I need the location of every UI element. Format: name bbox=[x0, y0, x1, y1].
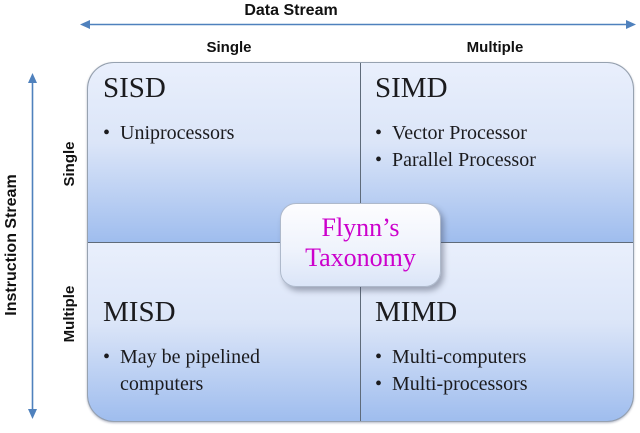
bullet-text: Uniprocessors bbox=[120, 122, 235, 144]
list-item: • Multi-processors bbox=[375, 371, 528, 398]
quadrant-bullets-mimd: • Multi-computers • Multi-processors bbox=[375, 344, 528, 398]
list-item: • May be pipelined computers bbox=[103, 344, 298, 398]
bullet-icon: • bbox=[375, 122, 383, 144]
quadrant-bullets-misd: • May be pipelined computers bbox=[103, 344, 298, 398]
list-item: • Vector Processor bbox=[375, 120, 536, 147]
quadrant-mimd: MIMD • Multi-computers • Multi-processor… bbox=[375, 296, 528, 398]
instruction-stream-arrow-icon bbox=[28, 73, 37, 419]
quadrant-title-misd: MISD bbox=[103, 296, 176, 328]
list-item: • Multi-computers bbox=[375, 344, 528, 371]
bullet-icon: • bbox=[375, 346, 383, 368]
quadrant-title-simd: SIMD bbox=[375, 72, 448, 104]
bullet-text: Multi-computers bbox=[392, 346, 527, 368]
bullet-text: Parallel Processor bbox=[392, 149, 536, 171]
bullet-icon: • bbox=[375, 373, 383, 395]
data-stream-axis-title: Data Stream bbox=[244, 2, 338, 19]
quadrant-title-sisd: SISD bbox=[103, 72, 166, 104]
bullet-icon: • bbox=[103, 122, 111, 144]
center-callout-line1: Flynn’s bbox=[321, 213, 400, 242]
data-stream-arrow-icon bbox=[80, 20, 636, 29]
quadrant-title-mimd: MIMD bbox=[375, 296, 458, 328]
bullet-text: Vector Processor bbox=[392, 122, 527, 144]
bullet-text: May be pipelined computers bbox=[120, 346, 260, 395]
quadrant-misd: MISD • May be pipelined computers bbox=[103, 296, 298, 398]
center-callout-line2: Taxonomy bbox=[305, 243, 416, 272]
quadrant-bullets-simd: • Vector Processor • Parallel Processor bbox=[375, 120, 536, 174]
list-item: • Uniprocessors bbox=[103, 120, 234, 147]
row-header-single: Single bbox=[61, 141, 78, 187]
quadrant-sisd: SISD • Uniprocessors bbox=[103, 72, 234, 147]
bullet-icon: • bbox=[103, 346, 111, 368]
instruction-stream-axis-title: Instruction Stream bbox=[3, 174, 20, 316]
bullet-text: Multi-processors bbox=[392, 373, 528, 395]
bullet-icon: • bbox=[375, 149, 383, 171]
column-header-single: Single bbox=[206, 39, 252, 56]
center-callout: Flynn’s Taxonomy bbox=[280, 203, 441, 287]
list-item: • Parallel Processor bbox=[375, 147, 536, 174]
column-header-multiple: Multiple bbox=[466, 39, 524, 56]
row-header-multiple: Multiple bbox=[61, 285, 78, 343]
quadrant-simd: SIMD • Vector Processor • Parallel Proce… bbox=[375, 72, 536, 174]
quadrant-bullets-sisd: • Uniprocessors bbox=[103, 120, 234, 147]
